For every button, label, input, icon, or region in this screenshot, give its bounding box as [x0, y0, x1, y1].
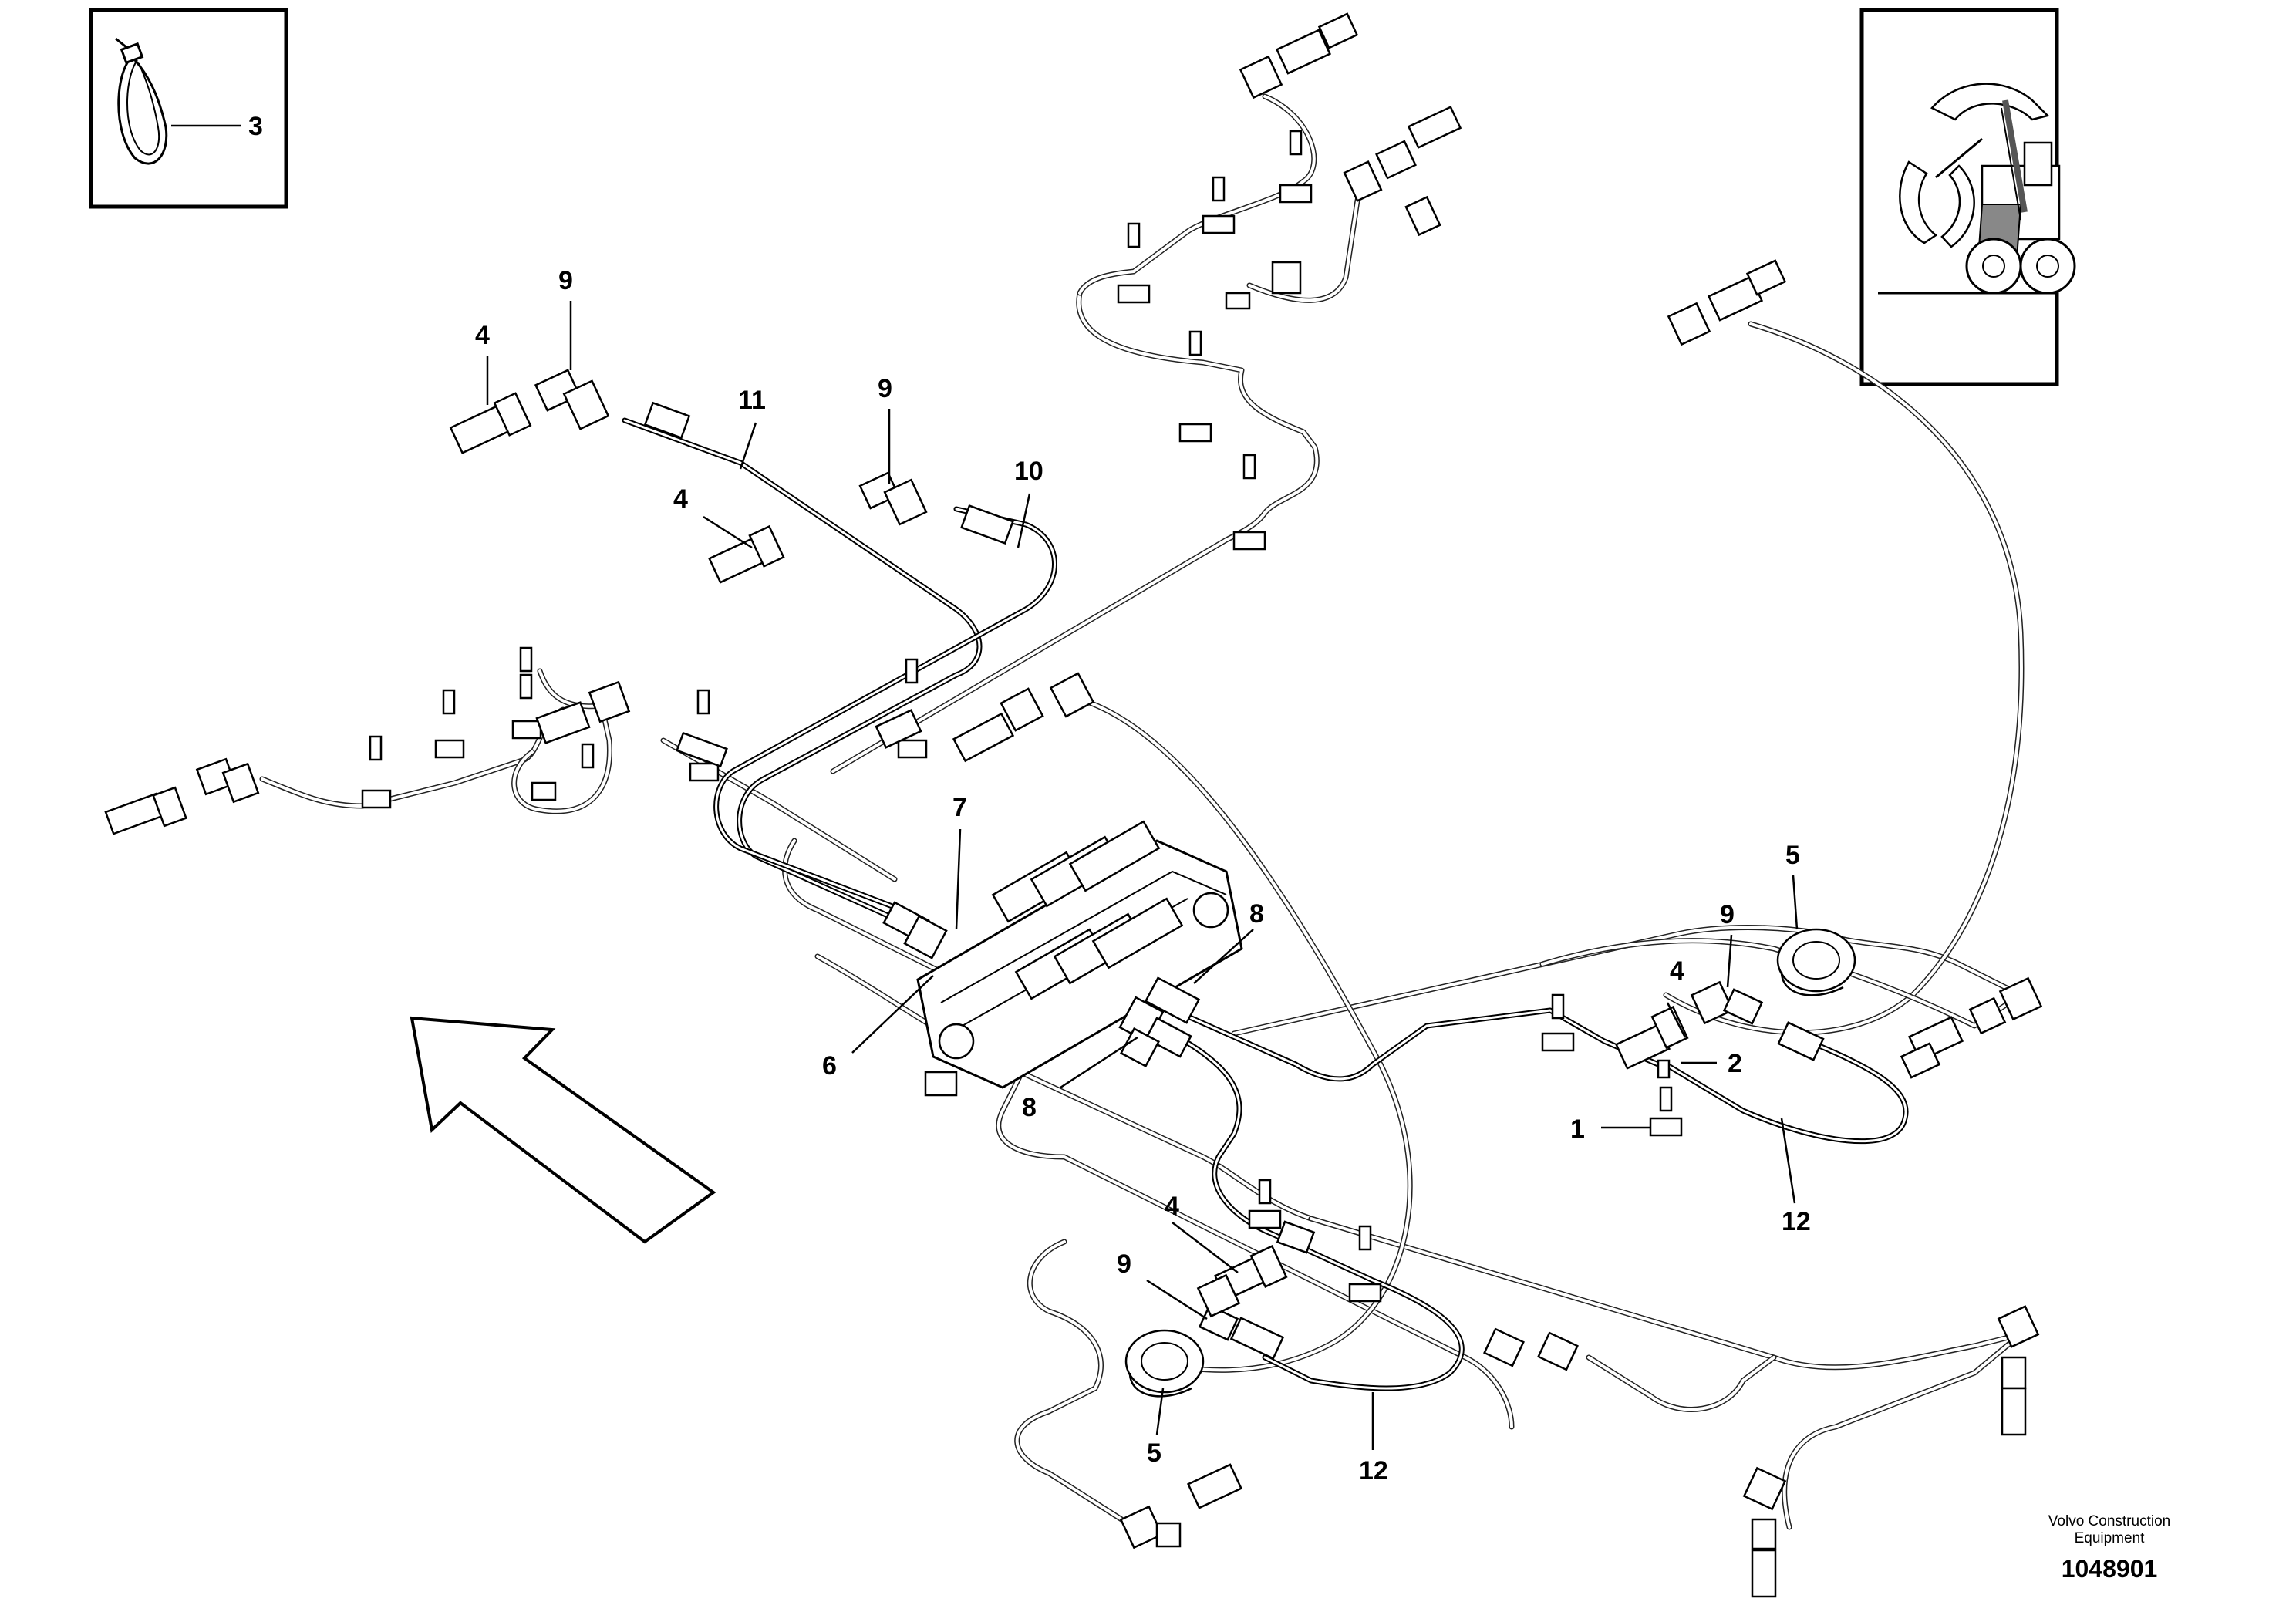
connector-4-middle: [708, 524, 785, 584]
callout-9: 9: [1117, 1249, 1131, 1279]
manufacturer-line-2: Equipment: [2075, 1530, 2146, 1546]
central-fittings: [875, 658, 1201, 1068]
callout-5: 5: [1147, 1438, 1161, 1468]
callout-1: 1: [1570, 1114, 1585, 1144]
callout-4: 4: [1165, 1192, 1179, 1221]
leader-lines: [486, 301, 1799, 1450]
callout-9: 9: [1720, 900, 1735, 929]
callout-9: 9: [878, 374, 892, 403]
right-side-fittings: [1483, 259, 2043, 1598]
lower-center-fittings: [1119, 1179, 1382, 1549]
forward-direction-arrow-icon: [410, 1016, 716, 1244]
callout-12: 12: [1782, 1207, 1811, 1236]
callout-6: 6: [822, 1051, 837, 1081]
valve-sections: [991, 820, 1184, 1000]
control-valve-block: [916, 820, 1243, 1097]
callout-5: 5: [1785, 841, 1800, 870]
callout-4: 4: [1670, 956, 1684, 986]
right-connector-cluster: [1541, 980, 1825, 1137]
elbow-9-upper-left: [534, 369, 610, 430]
drawing-reference: Volvo Construction Equipment 1048901: [2048, 1513, 2170, 1583]
drawing-number: 1048901: [2062, 1555, 2158, 1583]
callout-10: 10: [1014, 457, 1043, 486]
long-thin-hoses: [1084, 321, 2025, 1530]
callout-8: 8: [1022, 1093, 1037, 1122]
callout-11: 11: [738, 386, 766, 415]
cable-tie-icon: [115, 37, 168, 165]
callout-3: 3: [248, 112, 263, 141]
callout-4: 4: [475, 321, 490, 350]
wheel-loader-icon: [1878, 83, 2076, 295]
thin-tube-network: [259, 93, 2024, 1530]
ring-5-right: [1776, 928, 1856, 996]
callout-9: 9: [558, 266, 573, 295]
connector-4-upper-left: [449, 392, 532, 454]
manufacturer-line-1: Volvo Construction: [2048, 1513, 2170, 1529]
cable-tie-inset: 3: [89, 8, 288, 209]
ring-5-lower: [1124, 1329, 1205, 1398]
machine-inset: [1859, 8, 2076, 386]
callout-7: 7: [952, 793, 967, 822]
upper-network-fittings: [1117, 12, 1462, 551]
left-network-fittings: [104, 646, 728, 835]
callout-numbers: 4 9 11 9 10 4 7 6 8 8 1 2 4 9 5 12 4 9 5…: [475, 266, 1811, 1485]
callout-2: 2: [1728, 1049, 1742, 1078]
callout-12: 12: [1359, 1456, 1388, 1485]
fittings: [104, 12, 2043, 1598]
callout-8: 8: [1249, 899, 1264, 929]
callout-4: 4: [673, 484, 688, 514]
elbow-9-middle: [858, 471, 1014, 545]
heavy-hoses: [622, 417, 1909, 1391]
